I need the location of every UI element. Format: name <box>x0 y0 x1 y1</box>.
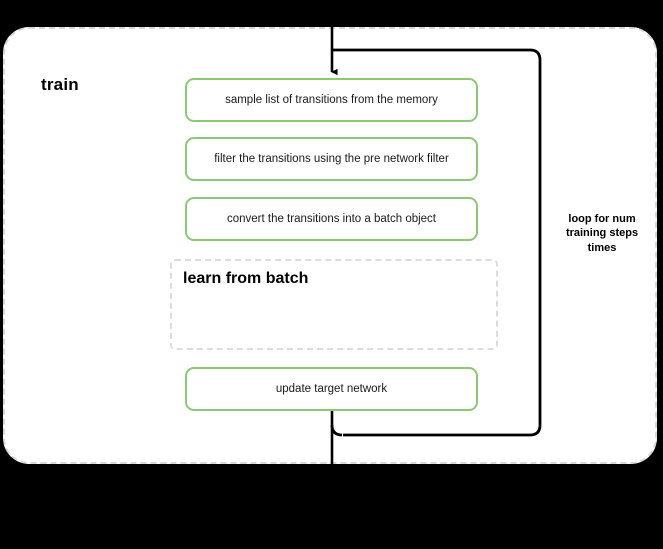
process-box-filter-label: filter the transitions using the pre net… <box>214 152 449 165</box>
sub-block-title: learn from batch <box>183 270 309 287</box>
loop-label-line-3: times <box>587 241 617 254</box>
process-box-update-label: update target network <box>275 382 388 395</box>
process-box-update-target-network[interactable]: update target network <box>185 367 478 411</box>
process-box-filter[interactable]: filter the transitions using the pre net… <box>185 137 478 181</box>
loop-label-line-2: training steps <box>565 227 639 240</box>
process-box-convert-label: convert the transitions into a batch obj… <box>226 212 437 225</box>
loop-label-line-1: loop for num <box>568 213 636 225</box>
page-title: train <box>41 75 79 94</box>
process-box-sample-label: sample list of transitions from the memo… <box>225 93 438 106</box>
sub-block-learn-from-batch[interactable]: learn from batch <box>170 259 498 350</box>
process-box-sample[interactable]: sample list of transitions from the memo… <box>185 78 478 122</box>
process-box-convert[interactable]: convert the transitions into a batch obj… <box>185 197 478 241</box>
loop-label: loop for num training steps times <box>547 212 657 255</box>
